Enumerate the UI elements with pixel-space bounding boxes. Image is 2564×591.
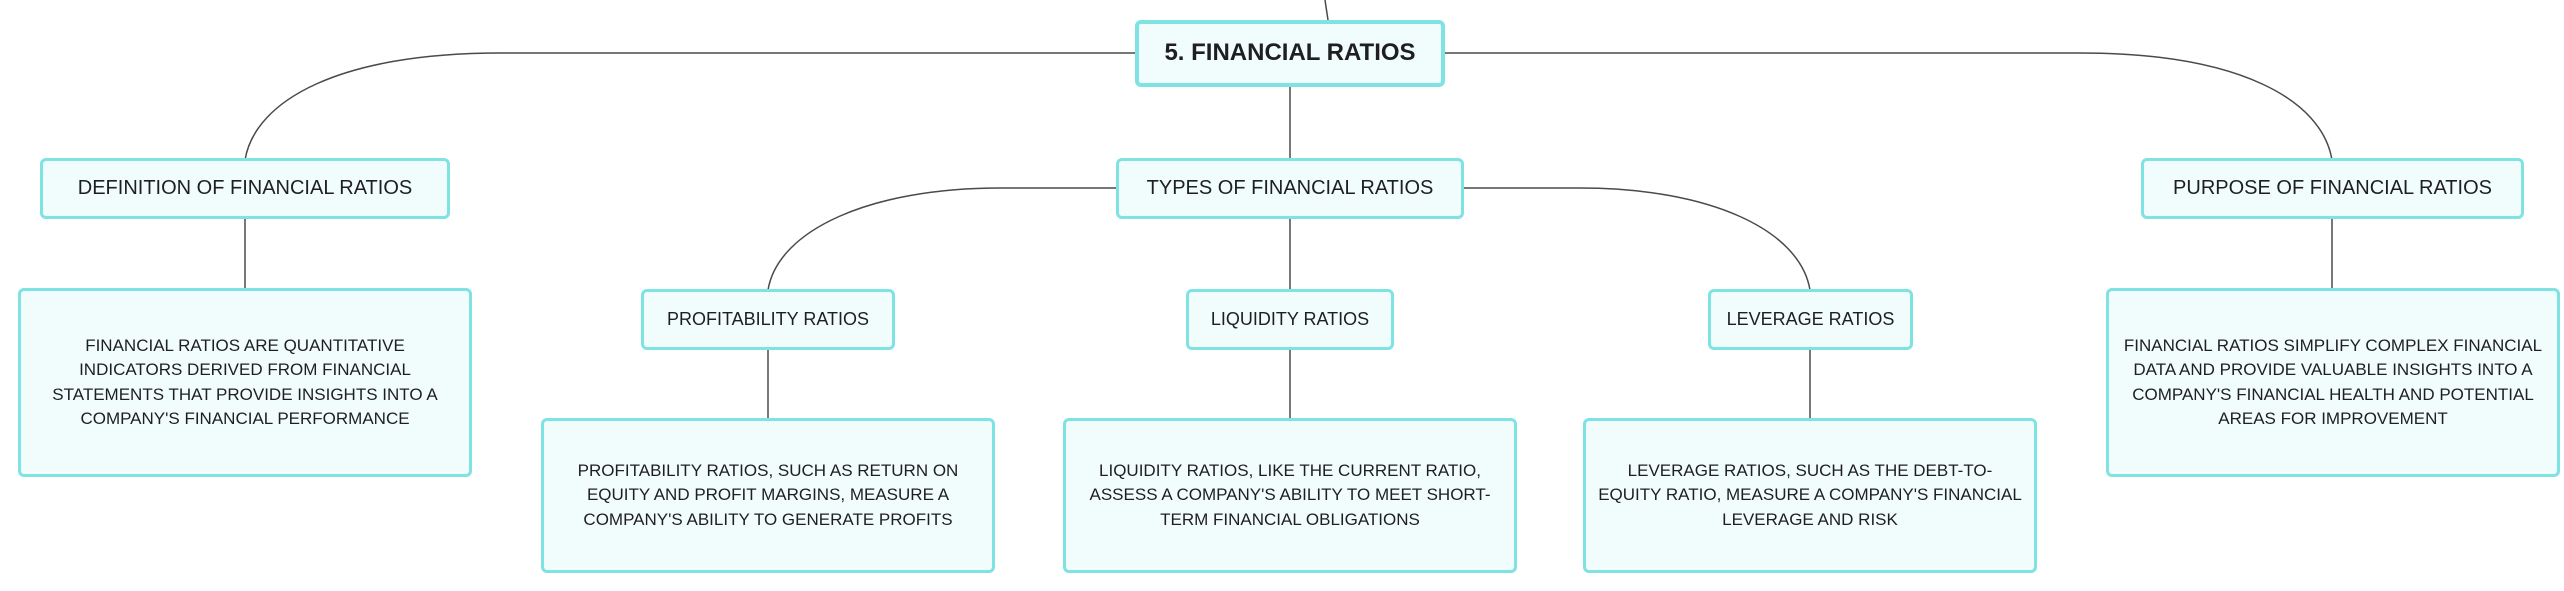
leverage-description-text: LEVERAGE RATIOS, SUCH AS THE DEBT-TO-EQU… [1598, 461, 2022, 529]
liquidity-description[interactable]: LIQUIDITY RATIOS, LIKE THE CURRENT RATIO… [1063, 418, 1517, 573]
purpose-description[interactable]: FINANCIAL RATIOS SIMPLIFY COMPLEX FINANC… [2106, 288, 2560, 477]
connector-types-leverage [1462, 187, 1811, 291]
definition-description[interactable]: FINANCIAL RATIOS ARE QUANTITATIVE INDICA… [18, 288, 472, 477]
connector-types-profitability [767, 187, 1118, 291]
liquidity-description-text: LIQUIDITY RATIOS, LIKE THE CURRENT RATIO… [1089, 461, 1491, 529]
profitability-topic-label: PROFITABILITY RATIOS [666, 308, 870, 329]
types-topic[interactable]: TYPES OF FINANCIAL RATIOS [1116, 158, 1464, 219]
liquidity-topic-label: LIQUIDITY RATIOS [1210, 308, 1370, 329]
connector-to-parent [1324, 0, 1329, 21]
types-topic-label: TYPES OF FINANCIAL RATIOS [1146, 177, 1434, 200]
leverage-description[interactable]: LEVERAGE RATIOS, SUCH AS THE DEBT-TO-EQU… [1583, 418, 2037, 573]
definition-description-text: FINANCIAL RATIOS ARE QUANTITATIVE INDICA… [52, 336, 438, 428]
definition-topic-label: DEFINITION OF FINANCIAL RATIOS [77, 177, 413, 200]
profitability-description-text: PROFITABILITY RATIOS, SUCH AS RETURN ON … [577, 461, 959, 529]
leverage-topic[interactable]: LEVERAGE RATIOS [1708, 289, 1913, 350]
purpose-description-text: FINANCIAL RATIOS SIMPLIFY COMPLEX FINANC… [2123, 336, 2543, 428]
definition-topic[interactable]: DEFINITION OF FINANCIAL RATIOS [40, 158, 450, 219]
purpose-topic[interactable]: PURPOSE OF FINANCIAL RATIOS [2141, 158, 2524, 219]
connector-root-purpose [1442, 52, 2333, 161]
leverage-topic-label: LEVERAGE RATIOS [1726, 308, 1895, 329]
liquidity-topic[interactable]: LIQUIDITY RATIOS [1186, 289, 1394, 350]
profitability-description[interactable]: PROFITABILITY RATIOS, SUCH AS RETURN ON … [541, 418, 995, 573]
root-topic[interactable]: 5. FINANCIAL RATIOS [1135, 20, 1445, 87]
profitability-topic[interactable]: PROFITABILITY RATIOS [641, 289, 895, 350]
root-topic-label: 5. FINANCIAL RATIOS [1164, 39, 1416, 67]
connector-root-definition [244, 52, 1138, 161]
purpose-topic-label: PURPOSE OF FINANCIAL RATIOS [2173, 177, 2492, 200]
